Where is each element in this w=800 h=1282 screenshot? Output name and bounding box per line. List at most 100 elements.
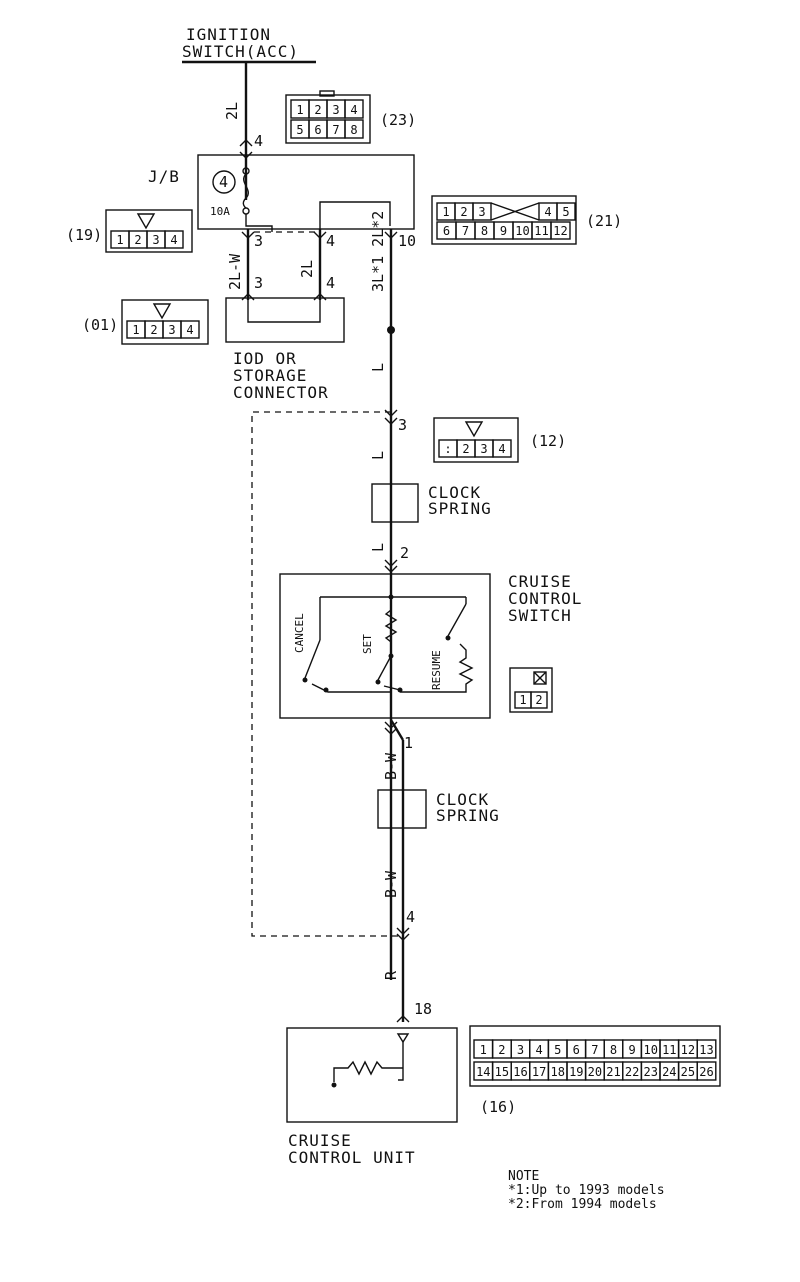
pin-10-jb: 10 [398,232,416,250]
jb-pin-arrows [241,231,398,239]
junction-block [197,154,415,230]
connector-12-ref: (12) [530,432,566,450]
connector-c16-pin: 14 [476,1065,490,1079]
cruise-unit-label-2: CONTROL UNIT [288,1148,416,1167]
connector-c23-pin: 6 [314,123,321,137]
fuse-number-circle [212,170,236,194]
connector-csw-pin: 2 [535,693,542,707]
clock-spring-1-body [371,483,419,523]
wire-label-bw-1: B-W [382,752,400,780]
connector-c16-pin: 20 [588,1065,602,1079]
jb-internal-wire-right [319,201,391,232]
wire-label-l-3: L [369,543,387,552]
connector-c16-pin: 16 [513,1065,527,1079]
connector-c16-pin: 10 [643,1043,657,1057]
note-line-1: *1:Up to 1993 models [508,1183,665,1198]
connector-c23-cell [344,99,364,119]
clock-spring-1-label-1: CLOCK [428,483,481,502]
cruise-switch-label-1: CRUISE [508,572,572,591]
connector-c23-pin: 3 [332,103,339,117]
connector-c16-cell [696,1039,717,1059]
ignition-switch-label-1: IGNITION [186,25,271,44]
connector-csw-pin: 1 [519,693,526,707]
wire-label-2l-mid: 2L [298,260,316,278]
connector-c16-pin: 2 [498,1043,505,1057]
connector-c16-pin: 22 [625,1065,639,1079]
iod-label-1: IOD OR [233,349,297,368]
connector-c21-pin: 4 [544,205,551,219]
pin-4-unit: 4 [406,908,415,926]
terminal-arrows-top [239,139,253,159]
pin-2-clock: 2 [400,544,409,562]
connector-c12-pin: : [444,442,451,456]
connector-c23-cell [344,119,364,139]
connector-c21-pin: 10 [515,224,529,238]
note-line-2: *2:From 1994 models [508,1197,657,1212]
connector-c19-pin: 1 [116,233,123,247]
iod-label-3: CONNECTOR [233,383,329,402]
jb-label: J/B [148,167,180,186]
splice-point [387,326,395,334]
connector-c16-pin: 8 [610,1043,617,1057]
iod-internal-link [247,300,321,323]
connector-c21-pin: 1 [442,205,449,219]
wire-label-2l-w: 2L-W [226,253,244,290]
connector-c16-pin: 13 [699,1043,713,1057]
cruise-switch-body [279,573,491,719]
connector-c01-pin: 2 [150,323,157,337]
connector-c01-pin: 4 [186,323,193,337]
connector-c12-cell [492,439,512,458]
connector-c21-pin: 11 [534,224,548,238]
connector-c21-pin: 9 [500,224,507,238]
clock-spring-1-label-2: SPRING [428,499,492,518]
connector-c16-pin: 18 [550,1065,564,1079]
connector-c16-pin: 15 [495,1065,509,1079]
connector-c21-cell [556,202,576,221]
connector-c23-pin: 5 [296,123,303,137]
clock-spring-2-label-2: SPRING [436,806,500,825]
connector-c12-pin: 4 [498,442,505,456]
connector-21-blank-mark [490,202,540,221]
connector-c21-pin: 7 [462,224,469,238]
connector-c23-pin: 7 [332,123,339,137]
iod-label-2: STORAGE [233,366,307,385]
pin-3-jb: 3 [254,232,263,250]
pin-3-iod: 3 [254,274,263,292]
cruise-unit-label-1: CRUISE [288,1131,352,1150]
connector-c19-cell [164,230,184,249]
connector-c01-pin: 1 [132,323,139,337]
connector-c16-pin: 25 [681,1065,695,1079]
connector-16-ref: (16) [480,1098,516,1116]
connector-c12-pin: 3 [480,442,487,456]
connector-c23-pin: 8 [350,123,357,137]
wire-label-r: R [382,970,400,980]
connector-c23-pin: 1 [296,103,303,117]
cruise-switch-label-3: SWITCH [508,606,572,625]
connector-c01-pin: 3 [168,323,175,337]
cruise-unit-circuit [331,1033,410,1088]
connector-c16-pin: 19 [569,1065,583,1079]
pin-18-unit: 18 [414,1000,432,1018]
set-label: SET [361,634,374,654]
connector-c19-pin: 3 [152,233,159,247]
connector-c12-pin: 2 [462,442,469,456]
pin-4-iod: 4 [326,274,335,292]
connector-c16-pin: 5 [554,1043,561,1057]
wire-label-l-2: L [369,451,387,460]
fuse-number: 4 [219,173,228,191]
pin-4-top: 4 [254,132,263,150]
connector-c21-cell [550,221,571,240]
jb-internal-wire-left [245,214,273,232]
connector-c16-pin: 1 [480,1043,487,1057]
connector-23-ref: (23) [380,111,416,129]
ignition-switch-label-2: SWITCH(ACC) [182,42,299,61]
connector-c21-pin: 5 [562,205,569,219]
iod-connector-body [225,297,345,343]
connector-c19-pin: 4 [170,233,177,247]
resume-label: RESUME [430,650,443,690]
